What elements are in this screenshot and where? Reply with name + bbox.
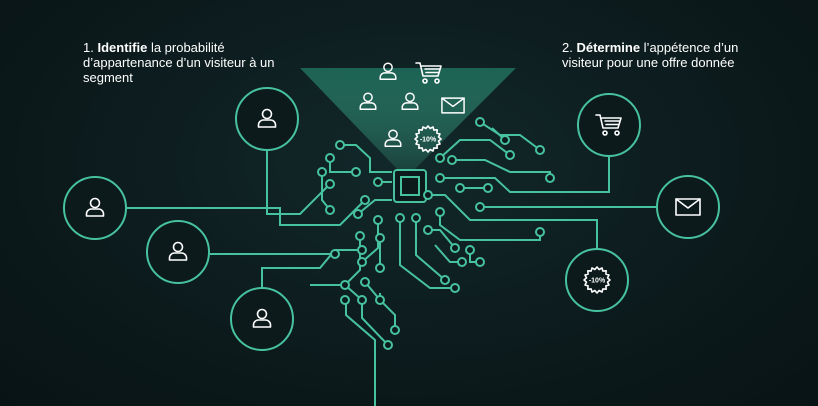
circuit-pad xyxy=(325,153,335,163)
circuit-pad xyxy=(325,205,335,215)
circuit-pad xyxy=(455,183,465,193)
circuit-pad xyxy=(500,135,510,145)
discount-badge-outline xyxy=(414,125,442,153)
circuit-pad xyxy=(475,202,485,212)
circuit-pad xyxy=(483,183,493,193)
circuit-pad xyxy=(375,233,385,243)
circuit-pad xyxy=(375,263,385,273)
right-node-cart xyxy=(577,93,641,157)
discount-badge-label: -10% xyxy=(420,137,437,144)
discount-badge-icon: -10% xyxy=(583,266,611,294)
circuit-pad xyxy=(435,173,445,183)
circuit-pad xyxy=(357,257,367,267)
circuit-pad xyxy=(423,190,433,200)
caption-determine-bold: Détermine xyxy=(576,40,641,55)
circuit-pad xyxy=(373,177,383,187)
caption-determine-number: 2. xyxy=(562,40,573,55)
left-node-user-1 xyxy=(235,87,299,151)
circuit-pad xyxy=(340,295,350,305)
circuit-pad xyxy=(360,277,370,287)
circuit-pad xyxy=(383,340,393,350)
circuit-pad xyxy=(545,173,555,183)
circuit-pad xyxy=(330,249,340,259)
circuit-pad xyxy=(357,295,367,305)
circuit-pad xyxy=(395,213,405,223)
caption-determine: 2. Détermine l’appétence d’un visiteur p… xyxy=(562,40,762,70)
circuit-pad xyxy=(450,243,460,253)
circuit-pad xyxy=(317,167,327,177)
circuit-pad xyxy=(435,153,445,163)
circuit-pad xyxy=(353,209,363,219)
left-node-user-2 xyxy=(63,176,127,240)
right-node-envelope xyxy=(656,175,720,239)
caption-identify: 1. Identifie la probabilité d’appartenan… xyxy=(83,40,283,85)
funnel-discount-badge: -10% xyxy=(414,125,442,153)
discount-badge-outline xyxy=(583,266,611,294)
circuit-pad xyxy=(340,280,350,290)
circuit-pad xyxy=(335,140,345,150)
caption-determine-text: l’appétence d’un visiteur pour une offre… xyxy=(562,40,739,70)
circuit-pad xyxy=(475,117,485,127)
circuit-pad xyxy=(360,195,370,205)
circuit-pad xyxy=(423,225,433,235)
circuit-pad xyxy=(450,283,460,293)
circuit-pad xyxy=(355,231,365,241)
circuit-pad xyxy=(390,325,400,335)
circuit-pad xyxy=(357,245,367,255)
circuit-pad xyxy=(325,179,335,189)
circuit-pad xyxy=(535,145,545,155)
circuit-pad xyxy=(447,155,457,165)
circuit-pad xyxy=(440,275,450,285)
circuit-pad xyxy=(505,150,515,160)
right-node-discount: -10% xyxy=(565,248,629,312)
circuit-pad xyxy=(535,227,545,237)
left-node-user-3 xyxy=(146,220,210,284)
circuit-pad xyxy=(375,295,385,305)
caption-identify-number: 1. xyxy=(83,40,94,55)
caption-identify-bold: Identifie xyxy=(97,40,148,55)
circuit-pad xyxy=(373,215,383,225)
circuit-pad xyxy=(435,207,445,217)
circuit-pad xyxy=(411,213,421,223)
caption-identify-text: la probabilité d’appartenance d’un visit… xyxy=(83,40,275,85)
discount-badge-label: -10% xyxy=(589,278,606,285)
funnel-cone xyxy=(300,68,516,172)
circuit-pad xyxy=(457,257,467,267)
left-node-user-4 xyxy=(230,287,294,351)
circuit-pad xyxy=(465,245,475,255)
cpu-chip xyxy=(393,169,427,203)
circuit-pads xyxy=(317,117,555,350)
circuit-pad xyxy=(351,167,361,177)
circuit-pad xyxy=(475,257,485,267)
